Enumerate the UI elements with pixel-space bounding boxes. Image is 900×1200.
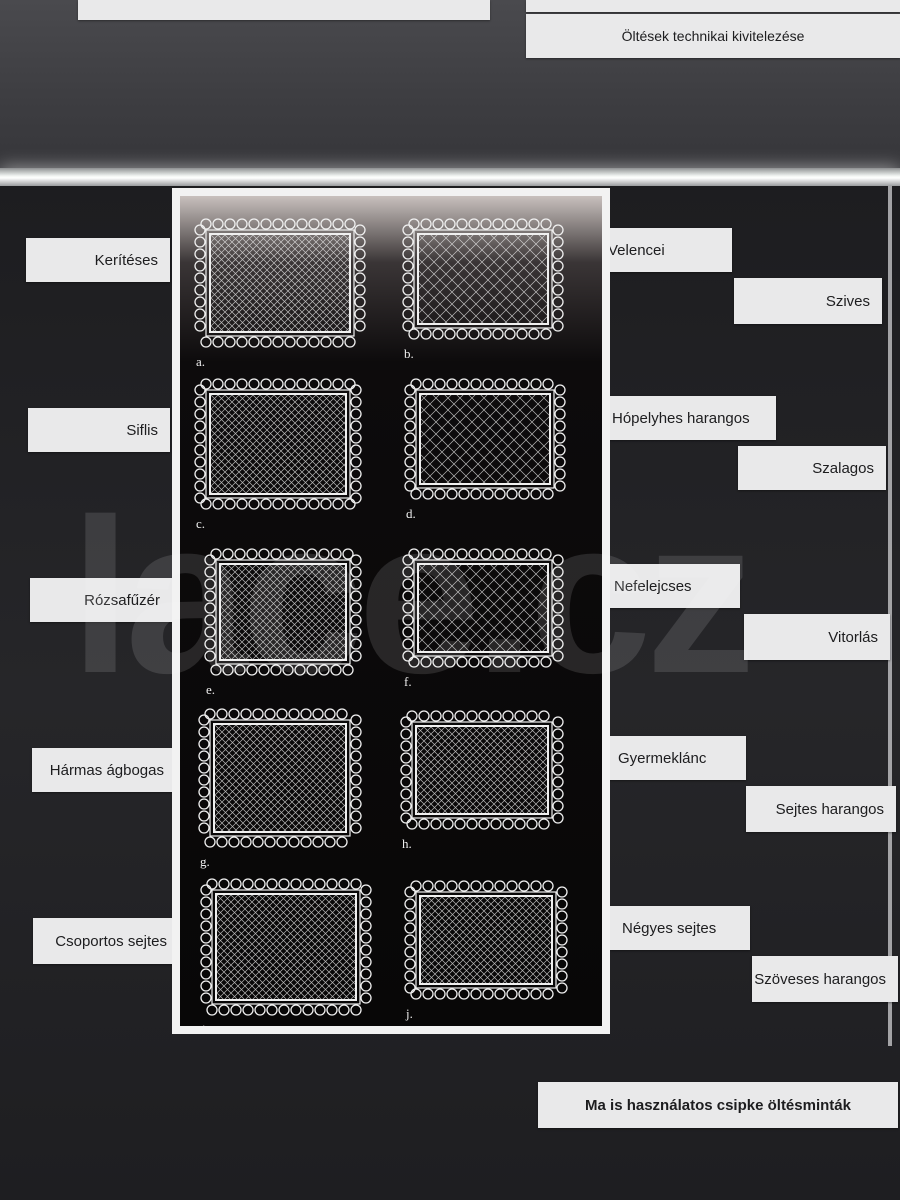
label-hopelyhes-harangos-text: Hópelyhes harangos: [612, 409, 750, 427]
label-rozsafuzer-text: Rózsafűzér: [84, 591, 160, 609]
plate-letter-4: d.: [406, 506, 416, 521]
label-szives: Szives: [734, 278, 882, 324]
plate-letter-2: b.: [404, 346, 414, 361]
light-strip: [0, 168, 900, 186]
label-csoportos-sejtes: Csoportos sejtes: [33, 918, 179, 964]
label-harmas-agbogas-text: Hármas ágbogas: [49, 761, 164, 779]
plate-letter-5: e.: [206, 682, 216, 697]
label-szives-text: Szives: [825, 292, 870, 310]
label-keriteses-text: Kerítéses: [94, 251, 158, 269]
label-szoveses-harangos-text: Szöveses harangos: [754, 970, 886, 988]
label-vitorlas-text: Vitorlás: [828, 628, 878, 646]
label-keriteses: Kerítéses: [26, 238, 170, 282]
plate-letter-7: g.: [200, 854, 210, 869]
label-szalagos: Szalagos: [738, 446, 886, 490]
lace-doily-5: [204, 548, 362, 676]
label-nefelejcses-text: Nefelejcses: [614, 577, 692, 595]
lace-doily-6: [402, 548, 564, 668]
top-right-blank-card: [526, 0, 900, 12]
lace-pattern-plate: a. b. c. d. e. f. g. h. i. j.: [172, 188, 610, 1034]
lace-doily-4: [404, 378, 566, 500]
label-gyermeklanc: Gyermeklánc: [606, 736, 746, 780]
caption-text: Ma is használatos csipke öltésminták: [585, 1096, 851, 1114]
plate-letter-8: h.: [402, 836, 412, 851]
lace-doily-7: [198, 708, 362, 848]
label-harmas-agbogas: Hármas ágbogas: [32, 748, 176, 792]
label-siflis: Siflis: [28, 408, 170, 452]
lace-doily-1: [194, 218, 366, 348]
lace-doily-2: [402, 218, 564, 340]
label-gyermeklanc-text: Gyermeklánc: [618, 749, 707, 767]
label-velencei: Velencei: [596, 228, 732, 272]
label-negyes-sejtes: Négyes sejtes: [610, 906, 750, 950]
top-left-blank-card: [78, 0, 490, 20]
lace-doily-9: [200, 878, 372, 1016]
plate-letter-9: i.: [202, 1022, 209, 1026]
plate-letter-1: a.: [196, 354, 206, 369]
label-siflis-text: Siflis: [126, 421, 158, 439]
technical-execution-card: Öltések technikai kivitelezése: [526, 14, 900, 58]
label-szoveses-harangos: Szöveses harangos: [752, 956, 898, 1002]
label-negyes-sejtes-text: Négyes sejtes: [622, 919, 717, 937]
label-vitorlas: Vitorlás: [744, 614, 890, 660]
plate-letter-3: c.: [196, 516, 206, 531]
plate-letter-10: j.: [406, 1006, 413, 1021]
plate-image-area: a. b. c. d. e. f. g. h. i. j.: [180, 196, 602, 1026]
lace-doily-3: [194, 378, 362, 510]
lace-doily-10: [404, 880, 568, 1000]
label-szalagos-text: Szalagos: [812, 459, 874, 477]
lace-doily-8: [400, 710, 564, 830]
label-nefelejcses: Nefelejcses: [602, 564, 740, 608]
label-csoportos-sejtes-text: Csoportos sejtes: [55, 932, 167, 950]
caption-card: Ma is használatos csipke öltésminták: [538, 1082, 898, 1128]
label-velencei-text: Velencei: [608, 241, 665, 259]
label-sejtes-harangos-text: Sejtes harangos: [775, 800, 884, 818]
label-rozsafuzer: Rózsafűzér: [30, 578, 172, 622]
board-edge: [888, 186, 892, 1046]
label-sejtes-harangos: Sejtes harangos: [746, 786, 896, 832]
technical-execution-label: Öltések technikai kivitelezése: [621, 28, 805, 44]
label-hopelyhes-harangos: Hópelyhes harangos: [600, 396, 776, 440]
plate-letter-6: f.: [404, 674, 412, 689]
